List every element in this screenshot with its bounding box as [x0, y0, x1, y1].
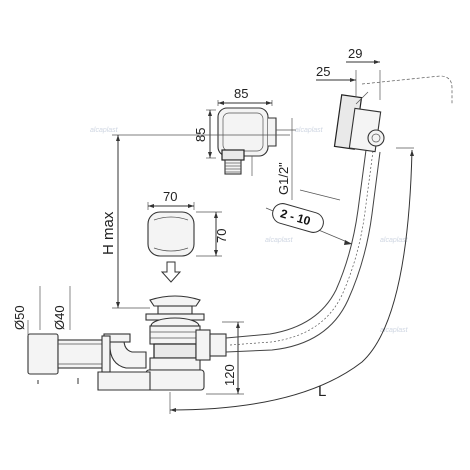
- dim-knob-width: 70: [147, 189, 195, 210]
- length-label: L: [318, 383, 326, 400]
- overflow-fitting: [333, 70, 385, 153]
- d40-label: Ø40: [52, 305, 67, 330]
- dim-bottom-height: 120: [206, 321, 244, 395]
- arrow-down-icon: [160, 261, 182, 283]
- watermark: alcaplast: [295, 127, 324, 134]
- knob-cap: [147, 211, 195, 257]
- bottom-height-label: 120: [222, 364, 237, 386]
- dim-h-max: H max: [100, 134, 290, 309]
- fitting-b-label: 29: [348, 46, 362, 61]
- dim-length: L: [169, 147, 414, 414]
- watermark: alcaplast: [380, 237, 409, 244]
- dim-range: 2 - 10: [265, 189, 353, 245]
- dim-overflow-height: 85: [193, 109, 216, 159]
- knob-width-label: 70: [163, 189, 177, 204]
- overflow-width-label: 85: [234, 86, 248, 101]
- flexible-hose: [225, 149, 381, 353]
- dim-overflow-width: 85: [217, 86, 273, 106]
- h-max-label: H max: [100, 211, 117, 255]
- watermark: alcaplast: [380, 327, 409, 334]
- d50-label: Ø50: [12, 305, 27, 330]
- knob-height-label: 70: [214, 229, 229, 243]
- fitting-a-label: 25: [316, 64, 330, 79]
- thread-label: G1/2": [276, 162, 291, 195]
- dim-diameters: Ø50 Ø40: [12, 286, 79, 384]
- dim-fitting: 29 25: [316, 46, 380, 82]
- watermark: alcaplast: [265, 237, 294, 244]
- chain: [361, 75, 453, 104]
- dim-knob-height: 70: [196, 211, 229, 257]
- drain-body: [27, 295, 227, 391]
- watermark: alcaplast: [90, 127, 119, 134]
- dim-thread: G1/2": [276, 118, 296, 200]
- overflow-head: [217, 107, 277, 176]
